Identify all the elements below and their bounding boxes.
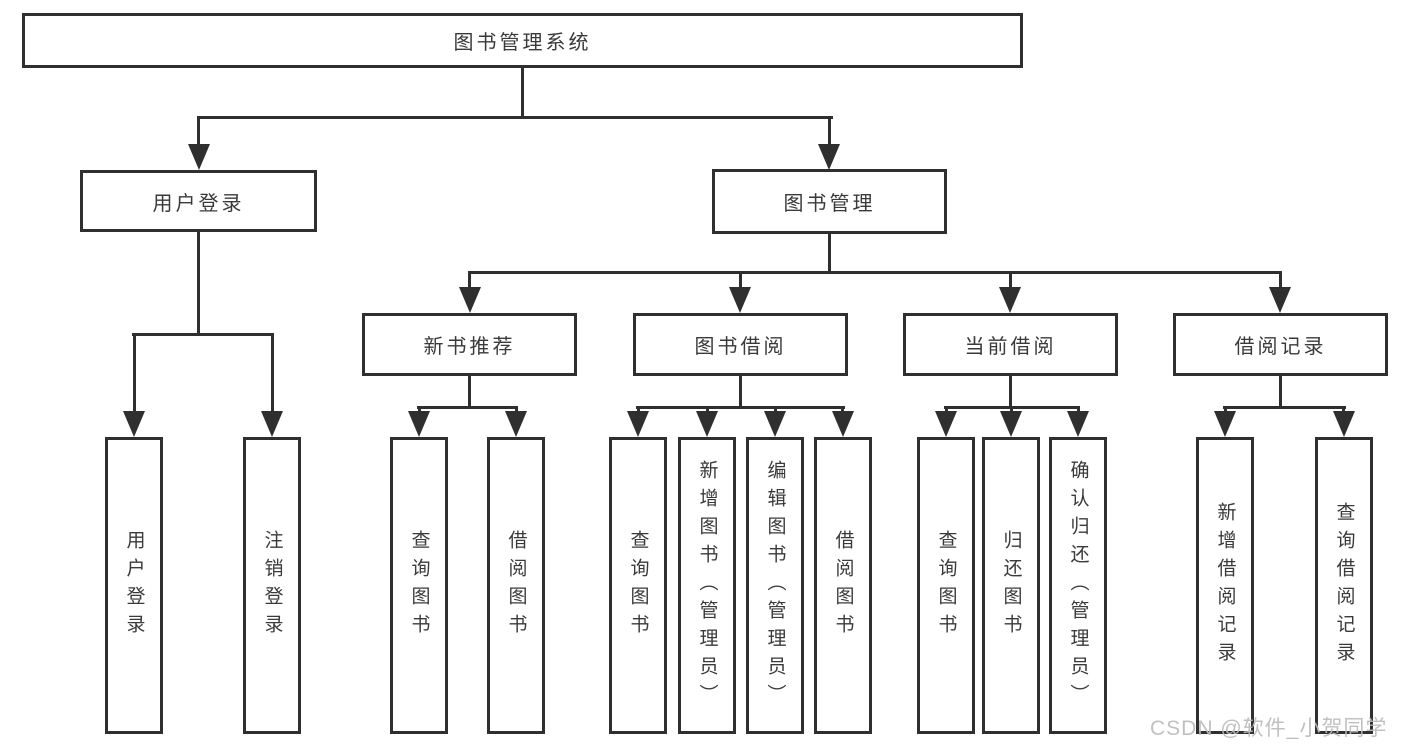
leaf-label: 归还图书 [1000,529,1022,642]
arrow-down-icon [188,144,210,170]
leaf-label: 确认归还（管理员） [1067,459,1089,712]
leaf-label: 新增图书（管理员） [696,459,718,712]
arrow-down-icon [459,287,481,313]
arrow-down-icon [1333,411,1355,437]
connector-stub [739,374,742,408]
leaf-label: 借阅图书 [505,529,527,642]
leaf-borrow-books-recommend: 借阅图书 [487,437,545,734]
connector-rail [417,406,518,409]
node-borrowing-records: 借阅记录 [1173,313,1388,376]
connector-shaft [1009,271,1012,291]
leaf-add-books-admin: 新增图书（管理员） [678,437,736,734]
leaf-label: 查询图书 [935,529,957,642]
arrow-down-icon [1214,411,1236,437]
node-current-borrowing: 当前借阅 [903,313,1118,376]
node-root: 图书管理系统 [22,13,1023,68]
arrow-down-icon [1269,287,1291,313]
node-new-book-recommend-label: 新书推荐 [423,336,516,358]
leaf-user-login: 用户登录 [105,437,163,734]
connector-stub [468,374,471,408]
connector-stub [1279,374,1282,408]
arrow-down-icon [999,287,1021,313]
node-user-login: 用户登录 [80,170,317,232]
arrow-down-icon [935,411,957,437]
connector-book-mgmt-stub [828,232,831,274]
node-user-login-label: 用户登录 [152,192,245,215]
leaf-label: 查询图书 [627,529,649,642]
node-new-book-recommend: 新书推荐 [362,313,577,376]
node-book-management-label: 图书管理 [783,193,876,215]
node-borrowing-records-label: 借阅记录 [1234,336,1327,358]
leaf-edit-books-admin: 编辑图书（管理员） [746,437,804,734]
arrow-down-icon [696,411,718,437]
connector-user-login-stub [197,230,200,336]
connector-rail [636,406,845,409]
csdn-watermark: CSDN @软件_小贺同学 [1150,717,1388,740]
connector-book-mgmt-shaft [828,116,831,148]
connector-shaft [133,333,136,413]
connector-shaft [468,271,471,291]
leaf-borrow-books-borrowing: 借阅图书 [814,437,872,734]
connector-stub [1009,374,1012,408]
arrow-down-icon [123,411,145,437]
arrow-down-icon [818,144,840,170]
arrow-down-icon [261,411,283,437]
connector-level2-rail [197,116,833,119]
leaf-query-borrow-record: 查询借阅记录 [1315,437,1373,734]
leaf-label: 注销登录 [261,529,283,642]
node-book-borrowing-label: 图书借阅 [694,336,787,358]
leaf-label: 查询图书 [408,529,430,642]
connector-user-login-rail [132,333,274,336]
connector-rail [1223,406,1346,409]
arrow-down-icon [627,411,649,437]
leaf-return-books: 归还图书 [982,437,1040,734]
arrow-down-icon [408,411,430,437]
node-book-borrowing: 图书借阅 [633,313,848,376]
connector-root-stub [521,66,524,118]
connector-shaft [271,333,274,413]
connector-shaft [1279,271,1282,291]
leaf-label: 新增借阅记录 [1214,501,1236,670]
arrow-down-icon [1067,411,1089,437]
node-current-borrowing-label: 当前借阅 [964,336,1057,358]
leaf-add-borrow-record: 新增借阅记录 [1196,437,1254,734]
arrow-down-icon [729,287,751,313]
arrow-down-icon [832,411,854,437]
leaf-label: 借阅图书 [832,529,854,642]
connector-level3-rail [468,271,1282,274]
connector-shaft [739,271,742,291]
arrow-down-icon [764,411,786,437]
leaf-confirm-return-admin: 确认归还（管理员） [1049,437,1107,734]
node-book-management: 图书管理 [712,169,947,234]
connector-user-login-shaft [197,116,200,148]
leaf-query-books-recommend: 查询图书 [390,437,448,734]
leaf-label: 查询借阅记录 [1333,501,1355,670]
leaf-label: 编辑图书（管理员） [764,459,786,712]
arrow-down-icon [505,411,527,437]
node-root-label: 图书管理系统 [453,32,592,54]
leaf-query-books-borrowing: 查询图书 [609,437,667,734]
leaf-query-books-current: 查询图书 [917,437,975,734]
arrow-down-icon [1000,411,1022,437]
leaf-label: 用户登录 [123,529,145,642]
leaf-logout: 注销登录 [243,437,301,734]
